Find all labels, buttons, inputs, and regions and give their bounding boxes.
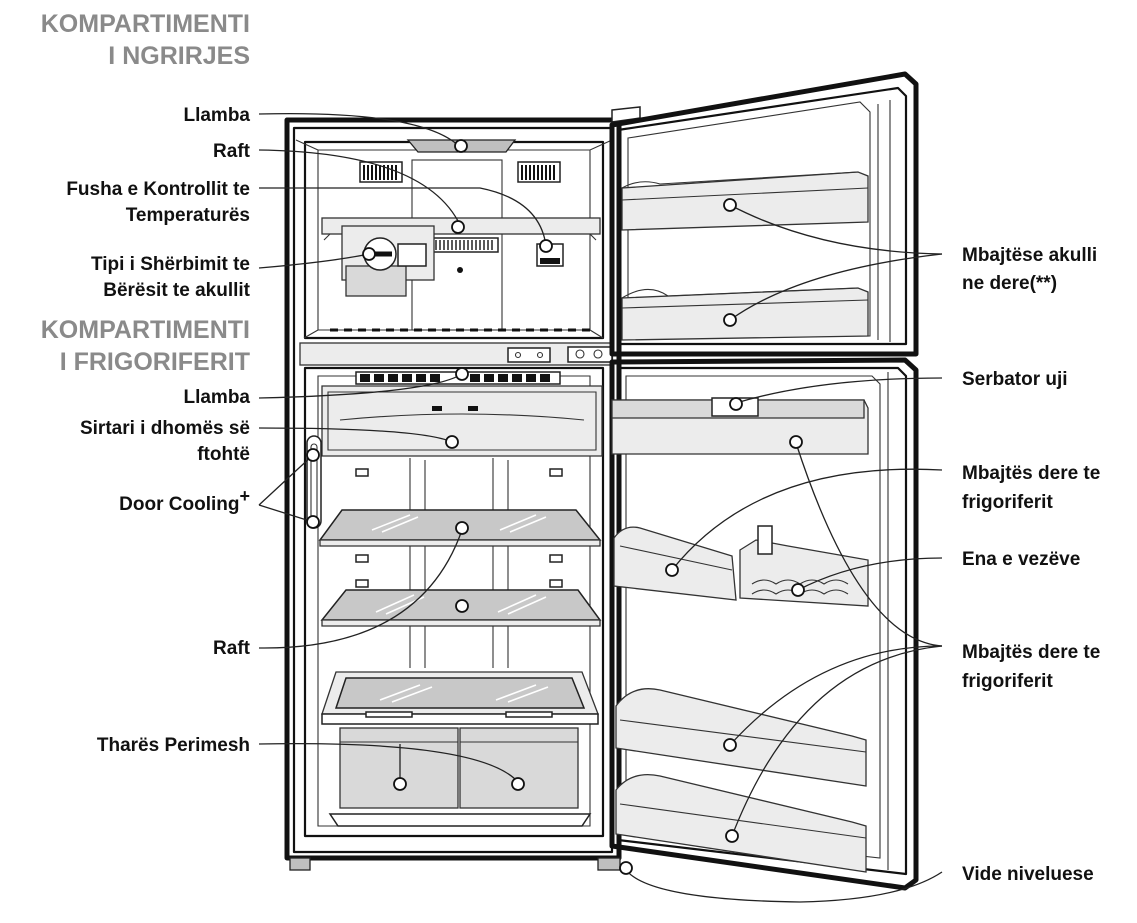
label-freezer-shelf: Raft (213, 141, 251, 162)
right-labels: Mbajtëse akulli ne dere(**) Serbator uji… (962, 245, 1100, 885)
ice-maker (341, 225, 435, 297)
dot-water-tank (729, 397, 743, 411)
label-fridge-door-bin-lower-line2: frigoriferit (962, 671, 1053, 692)
label-fridge-door-bin-upper-line2: frigoriferit (962, 492, 1053, 513)
label-fridge-lamp: Llamba (183, 387, 250, 408)
label-fridge-shelf: Raft (213, 638, 251, 659)
fridge-door-bin-4 (615, 773, 867, 873)
dot-freezer-lamp (454, 139, 468, 153)
dot-egg-tray (791, 583, 805, 597)
label-door-cooling-text: Door Cooling (119, 494, 239, 515)
crisper-cover (321, 671, 599, 725)
freezer-door (609, 71, 919, 357)
label-chiller-drawer-line1: Sirtari i dhomës së (80, 418, 250, 439)
freezer-door-bin-upper (621, 171, 869, 231)
label-freezer-door-bin-line1: Mbajtëse akulli (962, 245, 1097, 266)
dot-crisper-right (511, 777, 525, 791)
dot-freezer-bin-lower (723, 313, 737, 327)
dot-leveling-screw (619, 861, 633, 875)
freezer-internals (321, 139, 601, 332)
fridge-door (609, 357, 919, 891)
freezer-door-bin-lower (621, 287, 869, 341)
fridge-door-bin-3 (615, 688, 867, 787)
label-ice-maker-line1: Tipi i Shërbimit te (91, 254, 250, 275)
dot-door-bin-4 (725, 829, 739, 843)
fridge-internals (306, 371, 603, 827)
dot-crisper-left (393, 777, 407, 791)
fridge-section-title-line2: I FRIGORIFERIT (60, 348, 250, 376)
label-freezer-door-bin-line2: ne dere(**) (962, 273, 1057, 294)
fridge-door-bin-1 (613, 526, 737, 601)
label-door-cooling: Door Cooling+ (119, 486, 250, 515)
dot-door-cooling-top (306, 448, 320, 462)
dot-door-cooling-bottom (306, 515, 320, 529)
dot-ice-maker (362, 247, 376, 261)
dot-fridge-lamp (455, 367, 469, 381)
left-labels: Llamba Raft Fusha e Kontrollit te Temper… (66, 105, 250, 756)
label-fridge-door-bin-lower-line1: Mbajtës dere te (962, 642, 1100, 663)
dot-water-tank-body (789, 435, 803, 449)
label-ice-maker-line2: Bërësit te akullit (103, 280, 250, 301)
label-freezer-lamp: Llamba (183, 105, 250, 126)
label-temp-control-line1: Fusha e Kontrollit te (66, 179, 250, 200)
crisper-drawers (328, 727, 592, 827)
section-headings: KOMPARTIMENTI I NGRIRJES KOMPARTIMENTI I… (41, 10, 250, 376)
label-door-cooling-sup: + (239, 486, 250, 506)
label-crisper: Tharës Perimesh (97, 735, 250, 756)
freezer-vent-left (359, 161, 403, 183)
label-water-tank: Serbator uji (962, 369, 1068, 390)
chiller-drawer (321, 385, 603, 457)
label-egg-tray: Ena e vezëve (962, 549, 1080, 570)
label-fridge-door-bin-upper-line1: Mbajtës dere te (962, 463, 1100, 484)
dot-temp-control (539, 239, 553, 253)
label-leveling-screw: Vide niveluese (962, 864, 1094, 885)
fridge-section-title-line1: KOMPARTIMENTI (41, 316, 250, 344)
label-chiller-drawer-line2: ftohtë (197, 444, 250, 465)
freezer-section-title-line2: I NGRIRJES (108, 42, 250, 70)
dot-fridge-shelf-lower (455, 599, 469, 613)
freezer-vent-right (517, 161, 561, 183)
shelf-rails (355, 458, 563, 668)
label-temp-control-line2: Temperaturës (126, 205, 250, 226)
freezer-section-title-line1: KOMPARTIMENTI (41, 10, 250, 38)
dot-freezer-bin-upper (723, 198, 737, 212)
dot-door-bin-1 (665, 563, 679, 577)
callout-dots (306, 139, 805, 875)
dot-door-bin-3 (723, 738, 737, 752)
dot-chiller-drawer (445, 435, 459, 449)
egg-tray (739, 525, 869, 607)
dot-fridge-shelf-upper (455, 521, 469, 535)
dot-freezer-shelf (451, 220, 465, 234)
